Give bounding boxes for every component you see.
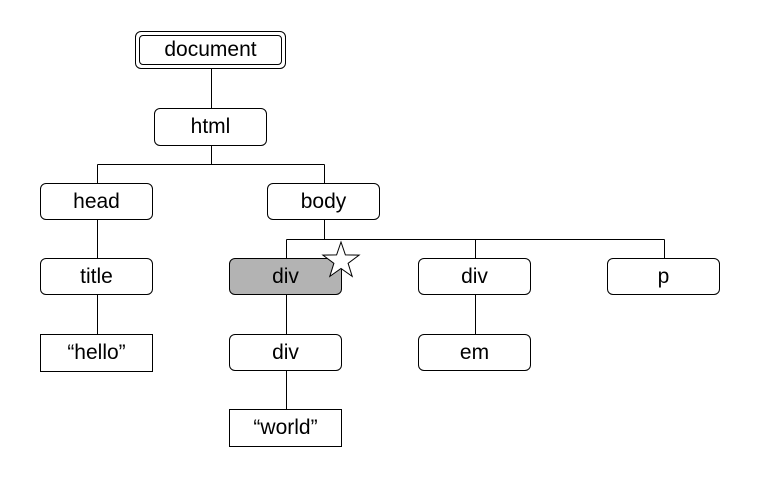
node-label: p [657,264,670,288]
node-div-3: div [229,334,342,371]
node-label: div [272,264,299,288]
node-label: head [73,189,120,213]
node-title: title [40,258,153,295]
node-label: title [80,264,113,288]
node-em: em [418,334,531,371]
node-label: body [300,189,347,213]
node-label: html [190,115,231,138]
node-html: html [154,108,267,146]
node-text-hello: “hello” [40,334,153,372]
node-p: p [607,258,720,295]
node-head: head [40,183,153,220]
node-div-1-selected: div [229,258,342,295]
node-label: “world” [253,416,318,439]
node-document: document [135,31,286,69]
node-text-world: “world” [229,409,342,447]
node-label: “hello” [67,341,126,364]
node-label: div [272,340,299,364]
node-div-2: div [418,258,531,295]
node-label: div [461,264,488,288]
node-body: body [267,183,380,220]
node-label: em [459,340,490,364]
node-label: document [164,38,257,61]
